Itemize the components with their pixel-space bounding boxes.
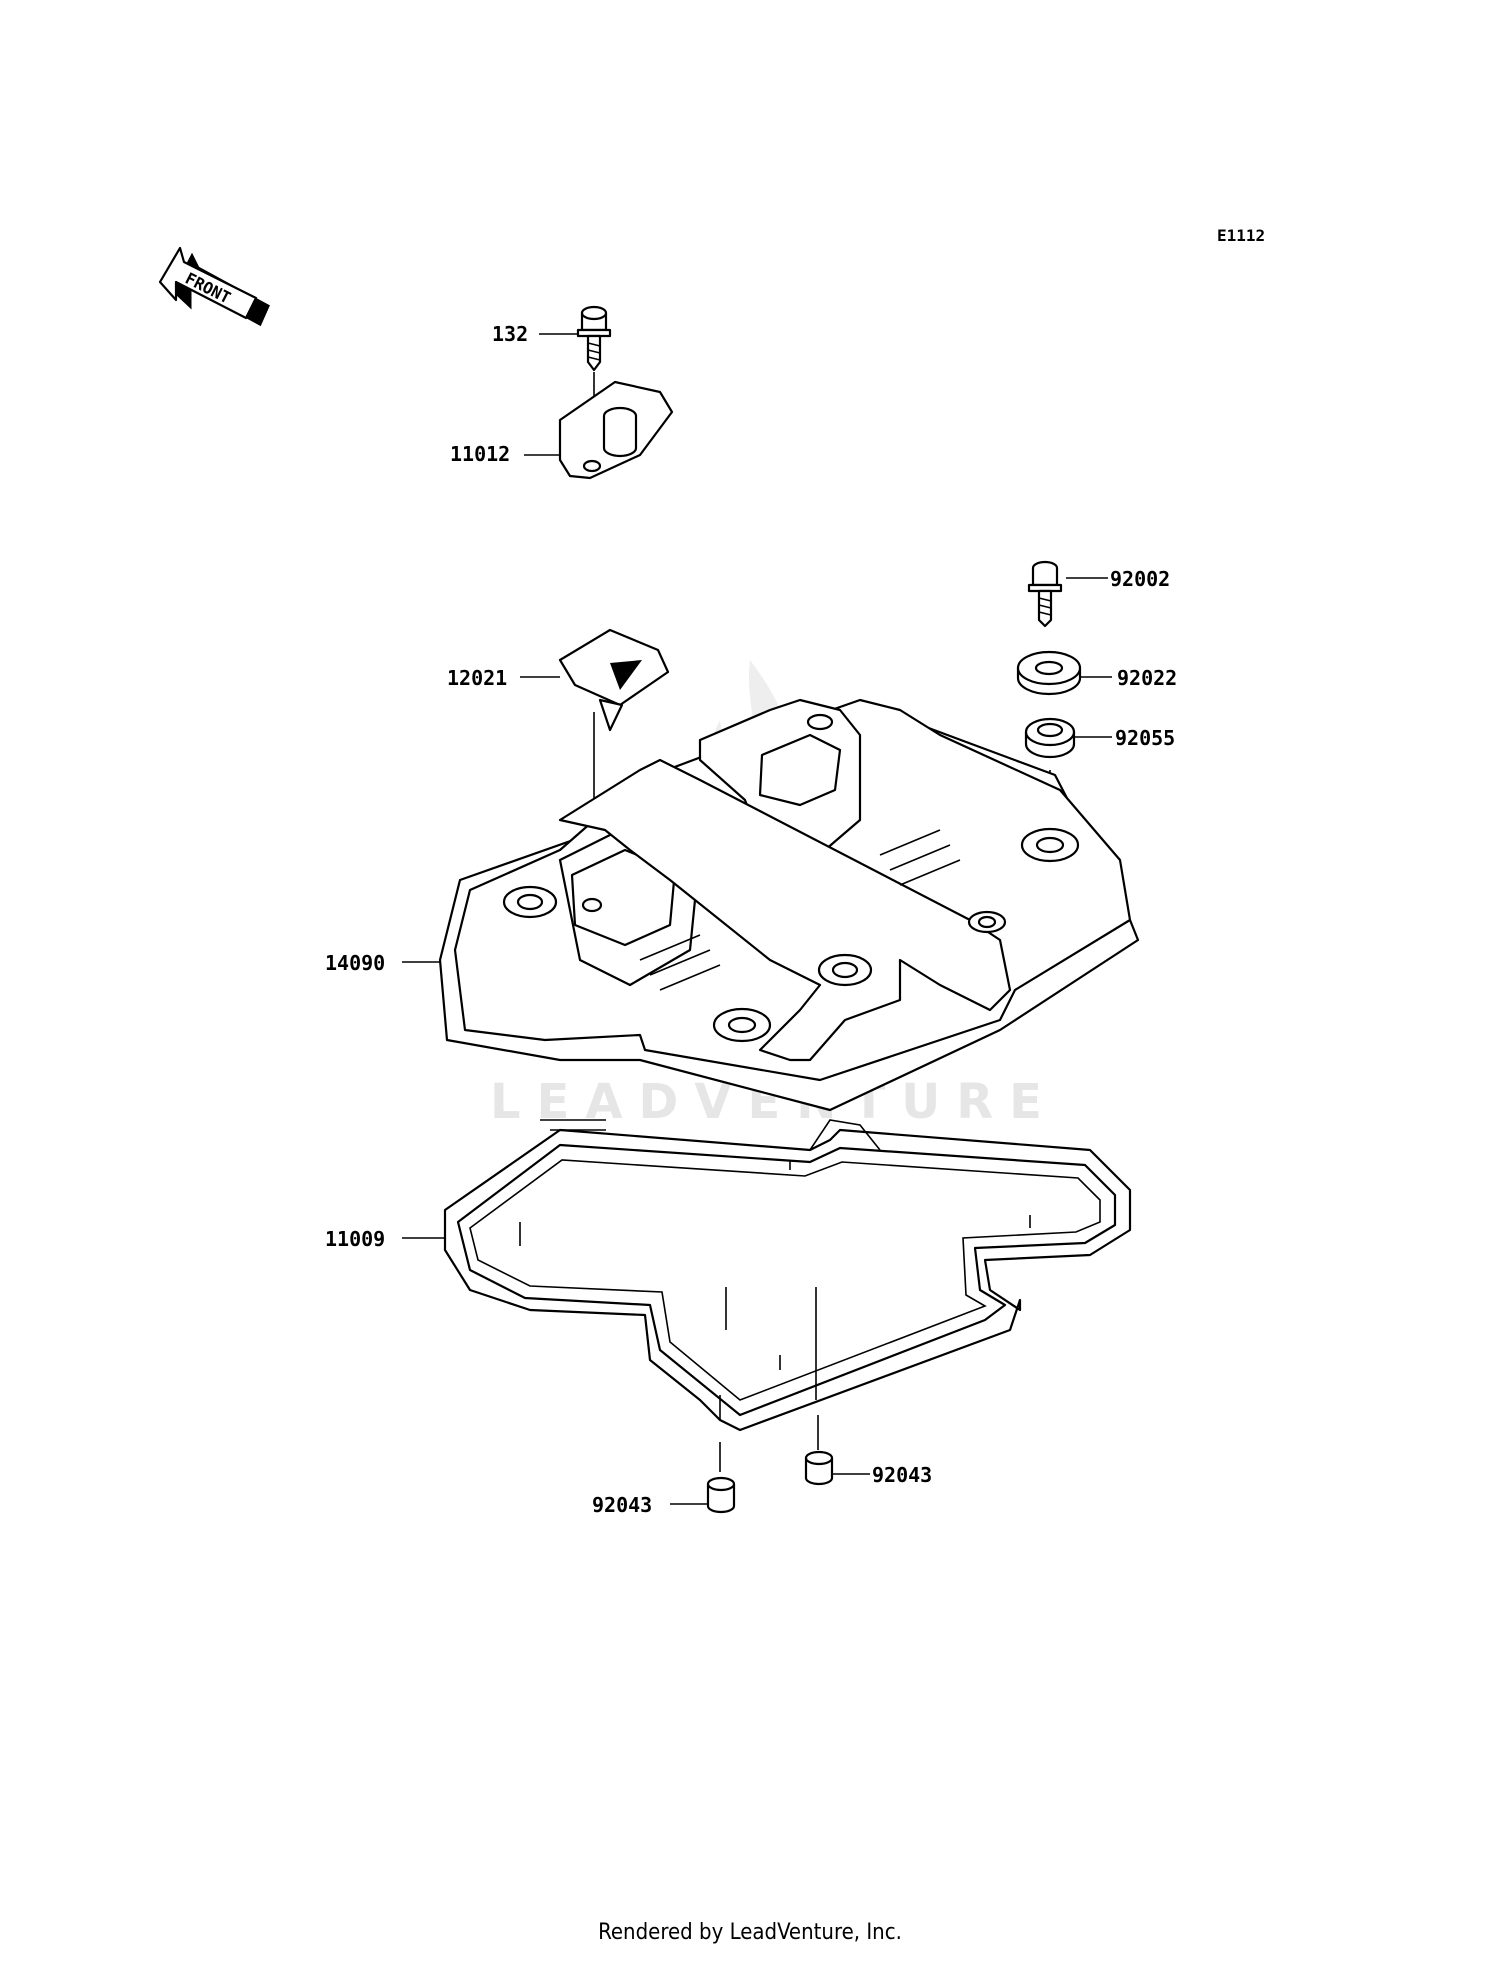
cover-cap-11012 xyxy=(558,380,674,480)
callout-92002: 92002 xyxy=(1110,567,1170,591)
callout-11009: 11009 xyxy=(325,1227,385,1251)
diagram-code: E1112 xyxy=(1217,226,1265,245)
dowel-92043-left xyxy=(706,1476,736,1514)
washer-92022 xyxy=(1016,650,1082,696)
front-arrow-icon: FRONT xyxy=(158,246,270,327)
leader-lines xyxy=(402,333,1112,1505)
callout-12021: 12021 xyxy=(447,666,507,690)
head-cover-14090 xyxy=(438,698,1140,1112)
callout-92043-right: 92043 xyxy=(872,1463,932,1487)
callout-92043-left: 92043 xyxy=(592,1493,652,1517)
callout-132: 132 xyxy=(492,322,528,346)
callout-92055: 92055 xyxy=(1115,726,1175,750)
grommet-92055 xyxy=(1024,717,1076,759)
bolt-92002 xyxy=(1027,560,1063,628)
callout-14090: 14090 xyxy=(325,951,385,975)
rubber-cap-12021 xyxy=(558,628,670,732)
callout-11012: 11012 xyxy=(450,442,510,466)
gasket-11009 xyxy=(443,1119,1132,1432)
callout-92022: 92022 xyxy=(1117,666,1177,690)
bolt-132 xyxy=(576,305,612,372)
dowel-92043-right xyxy=(804,1450,834,1486)
footer-credit: Rendered by LeadVenture, Inc. xyxy=(598,1920,902,1945)
